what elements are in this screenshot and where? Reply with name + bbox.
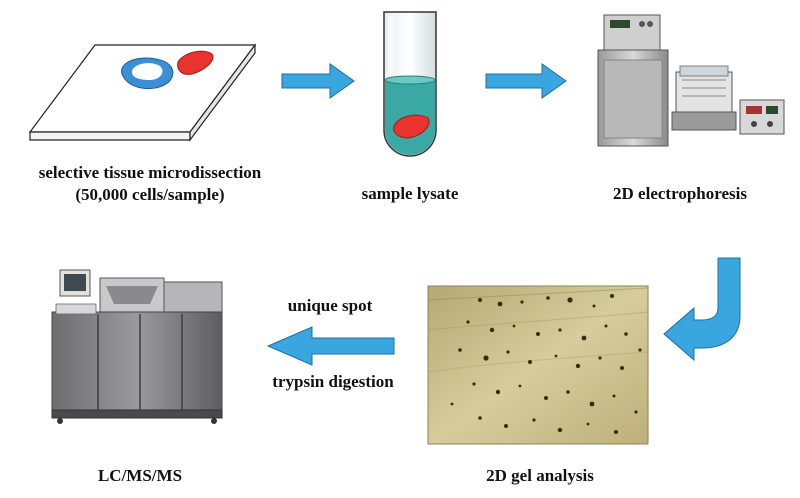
microdissection-line1: selective tissue microdissection: [38, 163, 262, 182]
microdissection-line2: (50,000 cells/sample): [75, 185, 225, 204]
test-tube-illustration: [383, 11, 437, 157]
arrow-gel-to-lcms: [266, 326, 395, 366]
gel-image: [427, 285, 649, 445]
gel-analysis-label: 2D gel analysis: [486, 466, 594, 485]
arrow-slide-to-tube: [281, 63, 355, 99]
microdissection-label: selective tissue microdissection (50,000…: [10, 162, 290, 206]
lcms-label: LC/MS/MS: [97, 466, 183, 485]
trypsin-digestion-label: trypsin digestion: [272, 372, 394, 391]
arrow-electrophoresis-to-gel: [663, 257, 741, 362]
lcms-instrument: [51, 269, 223, 424]
unique-spot-label: unique spot: [287, 296, 373, 315]
electrophoresis-apparatus: [597, 14, 785, 147]
arrow-tube-to-electrophoresis: [485, 63, 567, 99]
electrophoresis-label: 2D electrophoresis: [613, 184, 747, 203]
lysate-label: sample lysate: [361, 184, 459, 203]
slide-illustration: [28, 43, 257, 142]
